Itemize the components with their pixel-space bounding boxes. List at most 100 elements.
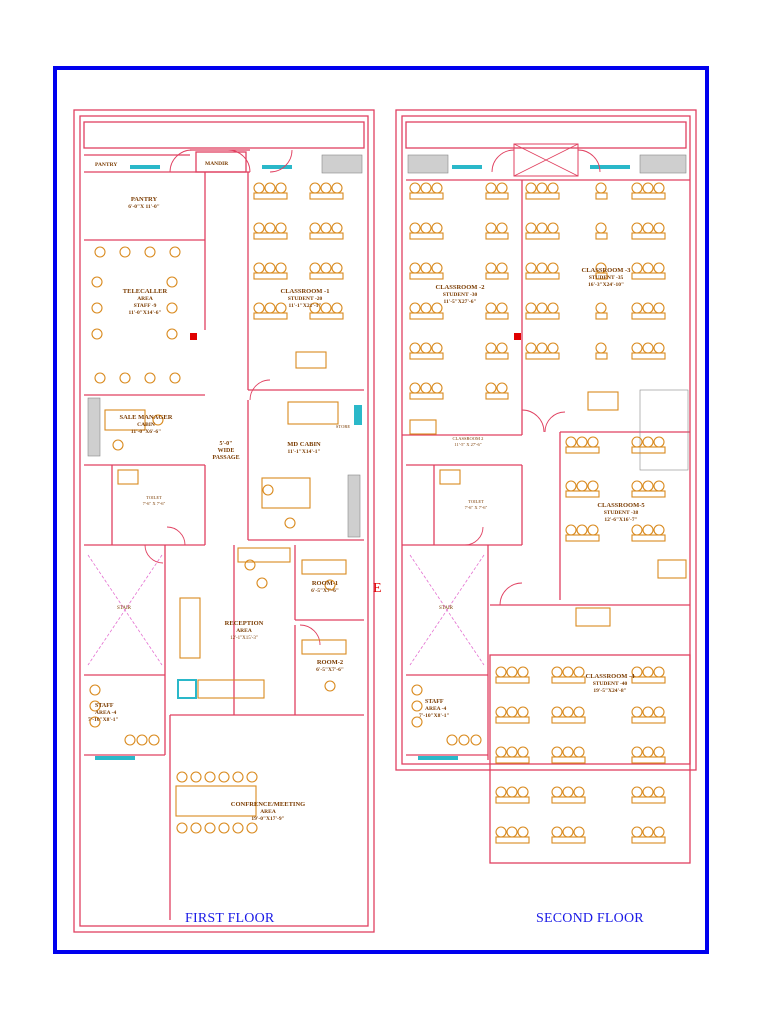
reception-line2: AREA [236, 628, 252, 634]
first-floor-outer-wall [73, 109, 375, 933]
desk [104, 409, 146, 431]
desk [495, 716, 530, 724]
desk [631, 534, 666, 542]
desk [175, 785, 257, 817]
chair [525, 302, 537, 314]
chair [506, 786, 518, 798]
toilet-size: 7'-6" X 7'-6" [143, 501, 166, 506]
chair [573, 706, 585, 718]
chair [89, 716, 101, 728]
desk [197, 679, 265, 699]
chair [547, 182, 559, 194]
desk [237, 547, 291, 563]
chair [576, 436, 588, 448]
shaft [347, 474, 361, 538]
desk [631, 836, 666, 844]
chair [420, 382, 432, 394]
chair [420, 222, 432, 234]
lift-void [513, 143, 579, 177]
chair [547, 342, 559, 354]
chair [431, 222, 443, 234]
chair [91, 276, 103, 288]
desk [631, 490, 666, 498]
chair [496, 182, 508, 194]
chair [551, 666, 563, 678]
chair [631, 706, 643, 718]
chair [631, 302, 643, 314]
desk [409, 272, 444, 280]
staff4b-size: 7'-10"X8'-1" [419, 713, 450, 719]
chair [517, 706, 529, 718]
chair [547, 222, 559, 234]
chair [190, 771, 202, 783]
chair [496, 302, 508, 314]
first-floor-inner-wall [79, 115, 369, 927]
desk [485, 312, 509, 320]
chair [176, 771, 188, 783]
chair [565, 436, 577, 448]
desk [631, 446, 666, 454]
chair [631, 182, 643, 194]
chair [91, 302, 103, 314]
desk [117, 469, 139, 485]
desk [309, 312, 344, 320]
chair [89, 700, 101, 712]
telecaller-size: 11'-0"X14'-6" [129, 310, 162, 316]
classroom2-label: CLASSROOM -2 [436, 284, 485, 291]
desk [287, 401, 339, 425]
store-label: STORE [336, 424, 350, 429]
chair [631, 480, 643, 492]
second-floor-labels: CLASSROOM -2 STUDENT -30 11'-5"X27'-6" C… [419, 267, 645, 719]
chair [331, 262, 343, 274]
chair [253, 182, 265, 194]
chair [112, 439, 124, 451]
first-floor-labels: PANTRY MANDIR PANTRY 6'-0"X 11'-0" TELEC… [88, 161, 382, 822]
column-marker [190, 333, 197, 340]
chair [204, 771, 216, 783]
chair [517, 666, 529, 678]
desk [551, 836, 586, 844]
door [577, 149, 601, 173]
desk [525, 232, 560, 240]
chair [446, 734, 458, 746]
chair [136, 734, 148, 746]
chair [631, 342, 643, 354]
chair [536, 302, 548, 314]
desk [657, 559, 687, 579]
classroom3-label: CLASSROOM -3 [582, 267, 632, 274]
desk [409, 392, 444, 400]
chair [152, 414, 164, 426]
desk [409, 352, 444, 360]
door [464, 526, 484, 546]
mandir-box [195, 151, 247, 173]
chair [470, 734, 482, 746]
stair2-label: STAIR [439, 606, 454, 611]
chair [485, 182, 497, 194]
desk [409, 192, 444, 200]
chair [631, 826, 643, 838]
chair [565, 480, 577, 492]
chair [653, 746, 665, 758]
toilet2-size: 7'-6" X 7'-6" [465, 505, 488, 510]
chair [496, 382, 508, 394]
chair [253, 302, 265, 314]
window [418, 756, 458, 760]
chair [631, 524, 643, 536]
shaft [87, 397, 101, 457]
first-floor-title: FIRST FLOOR [185, 911, 275, 926]
desk [575, 607, 611, 627]
chair [166, 328, 178, 340]
chair [517, 826, 529, 838]
stair-label: STAIR [117, 606, 132, 611]
classroom4-size: 19'-5"X24'-8" [593, 688, 626, 694]
chair [551, 826, 563, 838]
chair [642, 480, 654, 492]
chair [253, 262, 265, 274]
classroom3-line2: STUDENT -35 [589, 275, 624, 281]
chair [653, 524, 665, 536]
windows [95, 165, 630, 760]
classroom1-label: CLASSROOM -1 [281, 288, 330, 295]
toilet-label: TOILET [146, 495, 162, 500]
furniture [89, 182, 687, 844]
classroom1-line2: STUDENT -20 [288, 296, 323, 302]
